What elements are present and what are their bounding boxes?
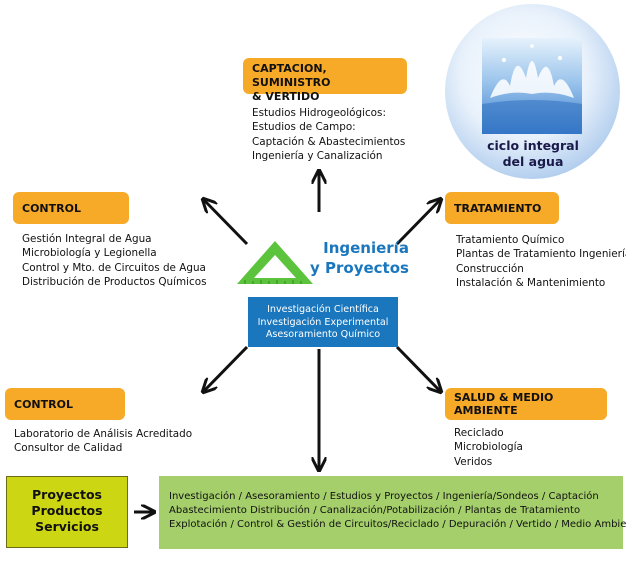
control-top-title-box: CONTROL [13,192,129,224]
set-square-logo-icon [237,241,313,284]
list-item: Microbiología y Legionella [22,247,157,260]
tratamiento-list: Tratamiento Químico Plantas de Tratamien… [456,233,626,291]
list-item: Tratamiento Químico [456,234,565,246]
brand-name: Ingeniería y Proyectos [310,238,409,278]
center-services-box: Investigación Científica Investigación E… [248,297,398,347]
services-summary-box: Investigación / Asesoramiento / Estudios… [159,476,626,549]
captacion-title-box: CAPTACION, SUMINISTRO & VERTIDO [243,58,407,103]
salud-title: SALUD & MEDIO AMBIENTE [454,391,554,417]
list-item: Microbiología [454,441,523,454]
list-item: Veridos [454,455,493,468]
control-bottom-title: CONTROL [14,397,73,411]
list-item: Gestión Integral de Agua [22,233,152,245]
green-line: Abastecimiento Distribución / Canalizaci… [169,505,581,516]
captacion-list: Estudios Hidrogeológicos: Estudios de Ca… [252,106,405,164]
green-line: Investigación / Asesoramiento / Estudios… [169,491,599,502]
list-item: Consultor de Calidad [14,442,123,455]
green-line: Explotación / Control & Gestión de Circu… [169,519,626,530]
captacion-title-line1: CAPTACION, SUMINISTRO [252,62,331,89]
ciclo-label: ciclo integral del agua [470,138,596,170]
control-top-list: Gestión Integral de Agua Microbiología y… [22,232,207,290]
list-item: Construcción [456,262,524,275]
captacion-title-line2: & VERTIDO [252,90,320,103]
control-bottom-title-box: CONTROL [5,388,125,420]
list-item: Plantas de Tratamiento Ingeniería [456,248,626,261]
list-item: Reciclado [454,427,504,439]
ciclo-line1: ciclo integral [487,138,579,153]
control-top-title: CONTROL [22,201,81,215]
list-item: Estudios Hidrogeológicos: [252,107,386,119]
brand-line2: y Proyectos [310,259,409,277]
salud-title-box: SALUD & MEDIO AMBIENTE [445,388,607,420]
list-item: Instalación & Mantenimiento [456,277,606,290]
list-item: Distribución de Productos Químicos [22,276,207,289]
list-item: Ingeniería y Canalización [252,150,383,163]
yellow-line: Servicios [35,519,99,534]
salud-list: Reciclado Microbiología Veridos [454,426,523,469]
list-item: Laboratorio de Análisis Acreditado [14,428,193,440]
center-item: Investigación Científica [267,304,379,315]
proyectos-productos-servicios-box: Proyectos Productos Servicios [6,476,128,548]
arrow-up-right [395,200,440,246]
arrow-down-right [395,345,440,391]
arrow-up-left [204,200,249,246]
list-item: Captación & Abastecimientos [252,135,406,148]
tratamiento-title-box: TRATAMIENTO [445,192,559,224]
brand-line1: Ingeniería [323,239,409,257]
list-item: Control y Mto. de Circuitos de Agua [22,261,206,274]
center-item: Investigación Experimental [257,316,389,328]
water-splash-icon [482,38,582,134]
list-item: Estudios de Campo: [252,121,356,134]
tratamiento-title: TRATAMIENTO [454,201,542,215]
center-item: Asesoramiento Químico [265,329,381,341]
arrow-down-left [204,345,249,391]
yellow-line: Proyectos [32,487,102,502]
yellow-line: Productos [31,503,103,518]
control-bottom-list: Laboratorio de Análisis Acreditado Consu… [14,427,192,456]
ciclo-line2: del agua [502,154,564,169]
